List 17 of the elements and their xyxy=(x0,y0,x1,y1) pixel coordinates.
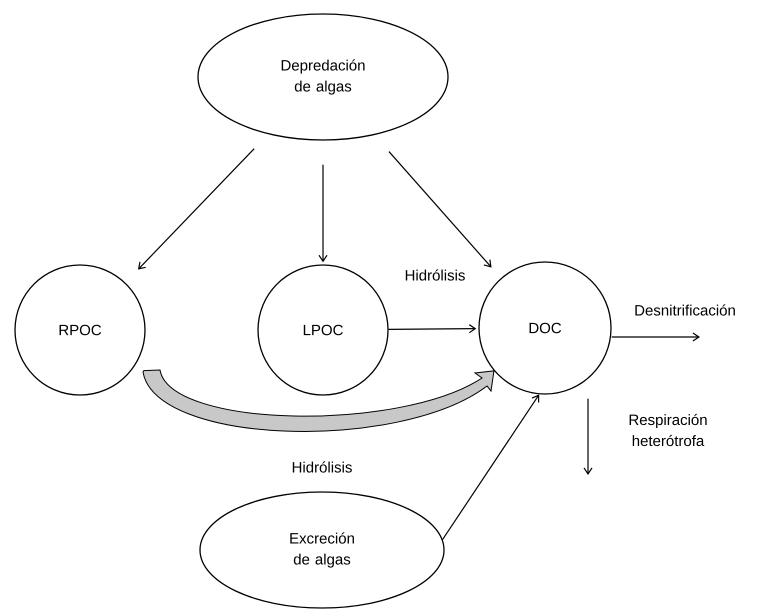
arrow xyxy=(388,324,476,334)
edge-label: Hidrólisis xyxy=(292,461,352,473)
circle-node: DOC xyxy=(478,261,612,395)
edge-label: Desnitrificación xyxy=(635,304,735,316)
circle-node: RPOC xyxy=(14,264,146,396)
block-arrow xyxy=(142,370,494,432)
edge-label: Respiración heterótrofa xyxy=(630,414,707,446)
arrow xyxy=(388,151,492,268)
arrow xyxy=(584,398,592,475)
ellipse-node: Excreción de algas xyxy=(199,491,445,609)
circle-node: LPOC xyxy=(257,264,389,396)
arrow xyxy=(138,148,255,270)
edge-label: Hidrólisis xyxy=(406,269,465,281)
ellipse-node: Depredación de algas xyxy=(197,13,449,141)
arrow xyxy=(318,164,328,262)
arrow xyxy=(612,332,700,342)
arrow xyxy=(442,394,540,540)
